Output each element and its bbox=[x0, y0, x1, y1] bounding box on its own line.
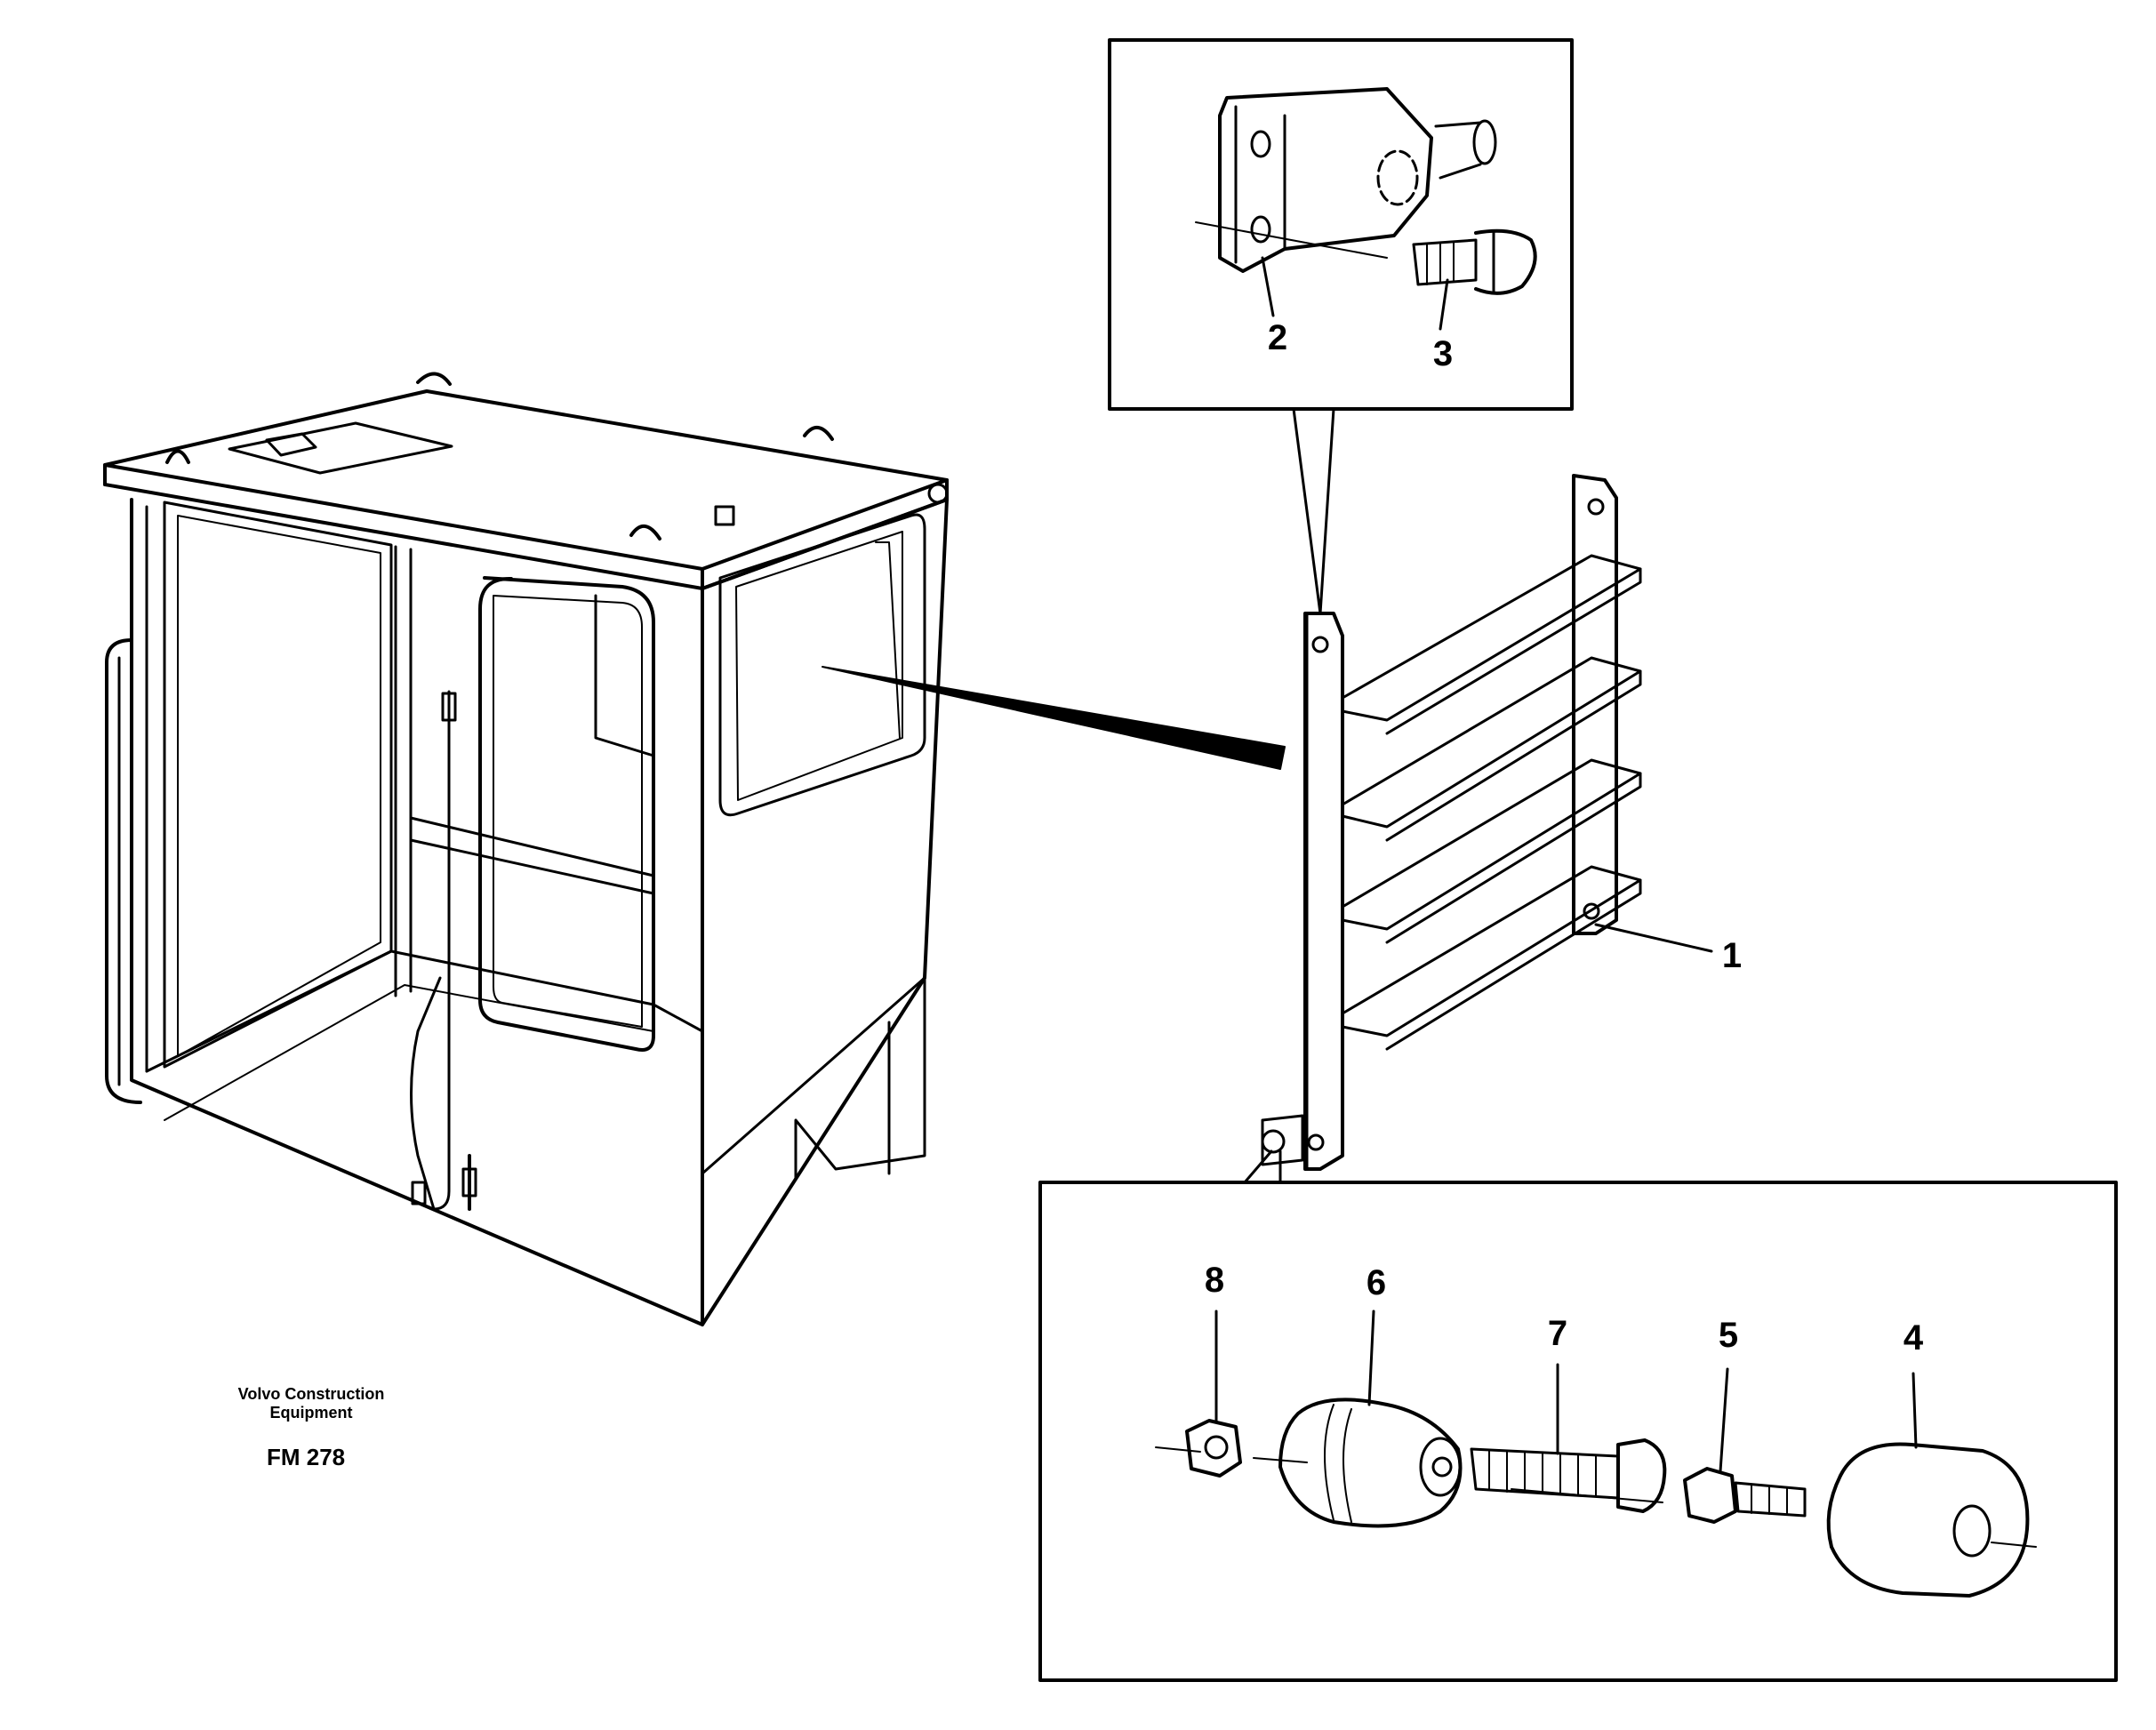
leader-2 bbox=[1261, 256, 1275, 317]
brand-caption: Volvo Construction Equipment bbox=[204, 1385, 418, 1422]
callout-1: 1 bbox=[1721, 936, 1743, 975]
bracket-and-bolt bbox=[1195, 87, 1537, 295]
mounting-hardware bbox=[1185, 1398, 2030, 1598]
detail-frame-bottom bbox=[1038, 1181, 2118, 1682]
figure-reference: FM 278 bbox=[267, 1444, 346, 1470]
callout-7: 7 bbox=[1547, 1314, 1568, 1353]
window-guard-rack bbox=[1261, 474, 1642, 1171]
assembly-leader bbox=[822, 666, 1286, 770]
detail-pointer-bottom bbox=[1243, 1149, 1282, 1184]
leader-5 bbox=[1719, 1367, 1729, 1473]
detail-frame-top bbox=[1108, 38, 1574, 411]
callout-6: 6 bbox=[1366, 1263, 1387, 1302]
leader-4 bbox=[1912, 1372, 1918, 1449]
callout-4: 4 bbox=[1903, 1318, 1924, 1358]
cab-frame bbox=[103, 372, 949, 1326]
brand-line-1: Volvo Construction bbox=[237, 1385, 385, 1403]
leader-6 bbox=[1367, 1310, 1375, 1406]
brand-line-2: Equipment bbox=[269, 1403, 353, 1422]
leader-1 bbox=[1594, 923, 1713, 953]
detail-pointer-top bbox=[1292, 407, 1335, 615]
callout-5: 5 bbox=[1718, 1316, 1739, 1355]
callout-3: 3 bbox=[1432, 334, 1454, 373]
callout-8: 8 bbox=[1204, 1261, 1225, 1300]
leader-3 bbox=[1439, 278, 1449, 331]
callout-2: 2 bbox=[1267, 318, 1288, 357]
